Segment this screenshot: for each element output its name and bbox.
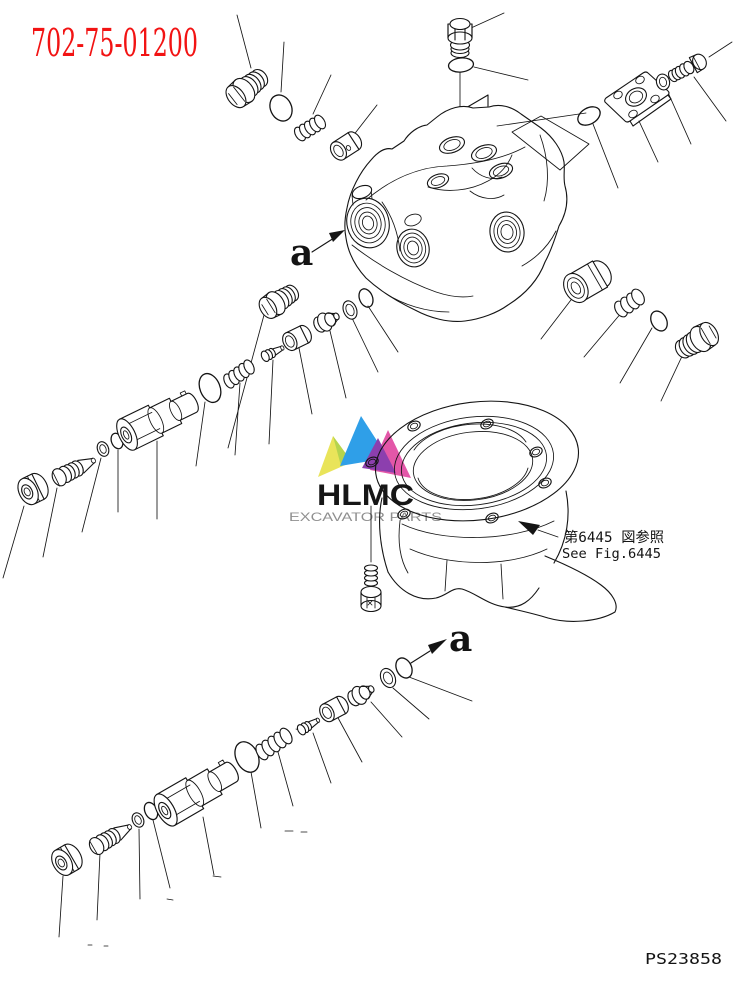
top-ports	[426, 136, 514, 189]
washer-ring	[342, 300, 358, 320]
washer	[131, 812, 145, 828]
part-number: 702-75-01200	[31, 21, 198, 65]
o-ring	[577, 106, 601, 126]
flange-bolt	[360, 505, 382, 613]
valve-body	[153, 759, 239, 827]
hex-plug-top	[447, 17, 473, 59]
left-threaded-port-2	[396, 228, 430, 268]
arrow-icon	[428, 639, 447, 654]
hex-nut	[17, 472, 49, 506]
valve-sleeve	[329, 131, 363, 161]
leader-lines	[540, 295, 685, 402]
valve-body	[116, 390, 199, 451]
left-relief-valve-assembly	[2, 284, 399, 579]
bottom-relief-valve-assembly	[51, 657, 473, 947]
o-ring-large	[198, 372, 222, 404]
sleeve-large	[563, 260, 612, 304]
washer	[655, 73, 671, 91]
o-ring	[650, 310, 668, 332]
arrow-icon	[329, 230, 345, 242]
right-plug-assembly	[540, 260, 720, 402]
adjust-screw	[51, 457, 96, 487]
spring	[293, 114, 327, 142]
hex-plug	[225, 68, 269, 109]
spring	[614, 288, 645, 318]
fig-reference-note: 第6445 図参照 See Fig.6445	[518, 521, 664, 562]
cylinder-housing	[360, 400, 617, 622]
fig-reference-en: See Fig.6445	[562, 546, 661, 562]
logo-name: HLMC	[317, 479, 414, 512]
washer	[96, 441, 110, 457]
top-left-plug-assembly	[225, 14, 378, 161]
label-a: a	[290, 232, 313, 274]
o-ring	[269, 94, 293, 122]
leader-lines	[2, 305, 399, 579]
hex-plug-mid	[258, 284, 300, 319]
o-ring	[447, 57, 475, 73]
hex-nut	[51, 843, 83, 876]
poppet	[347, 685, 375, 707]
logo-tagline: EXCAVATOR PARTS	[289, 510, 442, 524]
leader-lines	[58, 676, 473, 938]
logo-triangle-yellow	[318, 436, 352, 477]
label-a: a	[449, 618, 472, 660]
hlmc-logo: HLMC EXCAVATOR PARTS	[289, 416, 442, 524]
arrow-icon	[518, 521, 540, 535]
o-ring	[358, 288, 374, 308]
hex-plug	[674, 321, 720, 359]
section-label-a-lower: a	[410, 618, 472, 664]
poppet-pin	[260, 345, 285, 363]
sleeve	[319, 695, 349, 723]
hex-bolt	[667, 53, 707, 83]
leader-lines	[592, 41, 733, 189]
logo-triangle-purple	[362, 438, 396, 473]
fig-reference-jp: 第6445 図参照	[564, 529, 664, 546]
washer-ring	[379, 667, 397, 689]
section-label-a-upper: a	[290, 230, 345, 274]
boss	[351, 184, 422, 227]
flange-bolt-holes	[365, 418, 552, 524]
adjust-screw	[88, 824, 133, 856]
sleeve	[282, 324, 312, 352]
doc-code: PS23858	[645, 950, 722, 968]
poppet-pin	[296, 717, 321, 736]
right-threaded-port	[489, 211, 525, 253]
o-ring	[395, 657, 413, 679]
spring	[223, 359, 255, 389]
top-right-flange-assembly	[577, 41, 733, 189]
spring	[255, 727, 293, 761]
flange-plate	[604, 71, 672, 127]
left-threaded-port	[346, 197, 390, 249]
main-valve-housing	[344, 104, 590, 322]
poppet	[313, 312, 340, 333]
tick-marks	[87, 707, 347, 947]
